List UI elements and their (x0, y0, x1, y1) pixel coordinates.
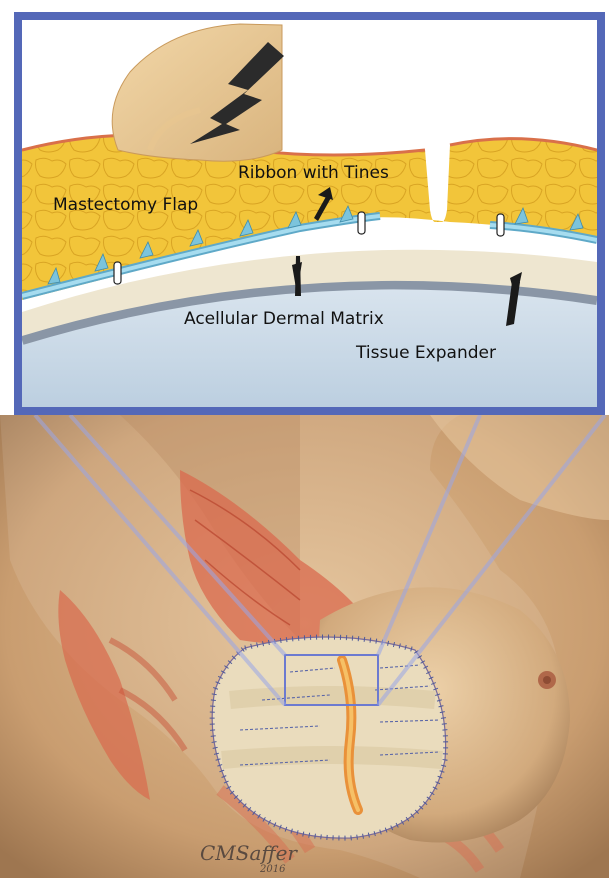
reconstruction-site (212, 637, 445, 838)
label-expander: Tissue Expander (355, 343, 496, 363)
inset-panel: Ribbon with Tines Mastectomy Flap Acellu… (22, 20, 597, 407)
label-flap: Mastectomy Flap (53, 195, 198, 215)
label-ribbon: Ribbon with Tines (238, 163, 389, 183)
matrix-sheet (212, 637, 445, 838)
svg-text:CMSaffer: CMSaffer (200, 841, 298, 865)
label-matrix: Acellular Dermal Matrix (184, 309, 384, 329)
svg-text:2016: 2016 (259, 864, 286, 875)
